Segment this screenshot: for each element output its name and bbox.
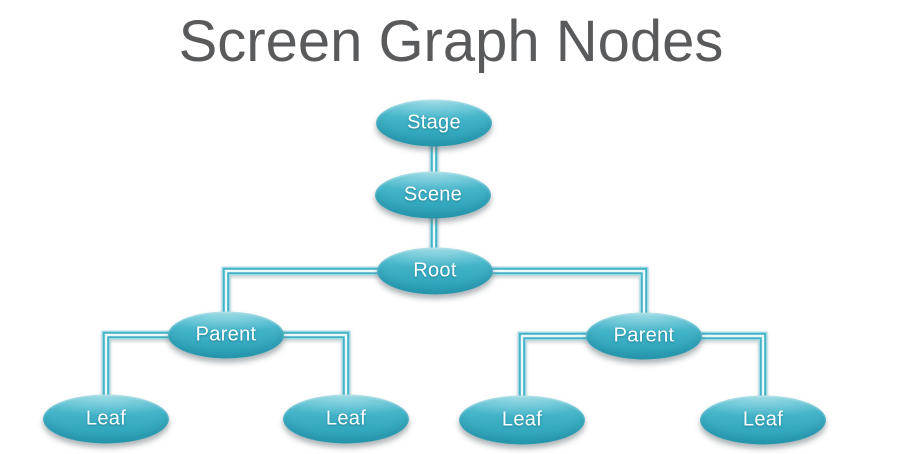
node-leaf-4: Leaf [700,395,826,445]
node-leaf-3: Leaf [459,395,585,445]
node-root: Root [377,247,493,295]
node-parent-left: Parent [168,311,284,359]
page-title: Screen Graph Nodes [178,9,724,74]
node-stage: Stage [376,99,492,147]
node-scene: Scene [375,171,491,219]
connector-core [104,121,765,422]
node-leaf-1: Leaf [43,394,169,444]
node-parent-right: Parent [586,312,702,360]
node-leaf-2: Leaf [283,394,409,444]
